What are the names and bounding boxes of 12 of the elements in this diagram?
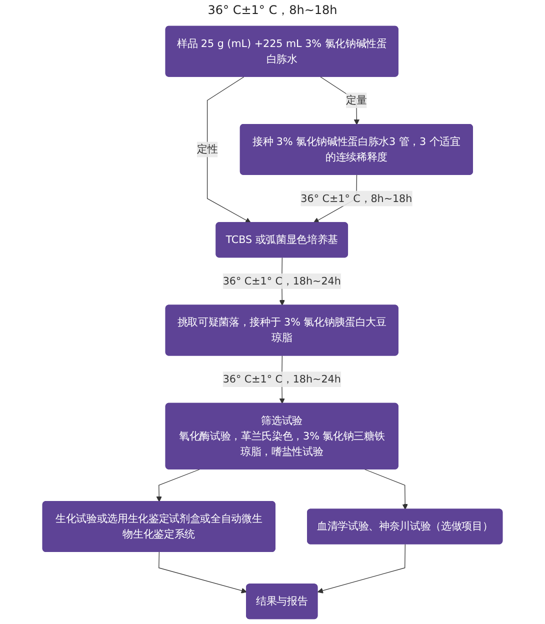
arrow	[156, 469, 200, 502]
edge-label: 定性	[196, 143, 218, 156]
edge-label: 36° C±1° C，18h~24h	[222, 274, 341, 287]
edge-label: 36° C±1° C，18h~24h	[222, 372, 341, 386]
arrow	[317, 544, 406, 594]
arrow	[364, 469, 408, 510]
arrow	[320, 76, 360, 125]
arrow	[158, 552, 247, 594]
note-text: 36° C±1° C，8h~18h	[208, 2, 338, 19]
edge-label: 36° C±1° C，8h~18h	[300, 192, 412, 204]
edge-label: 定量	[346, 94, 367, 106]
arrow	[206, 76, 251, 223]
